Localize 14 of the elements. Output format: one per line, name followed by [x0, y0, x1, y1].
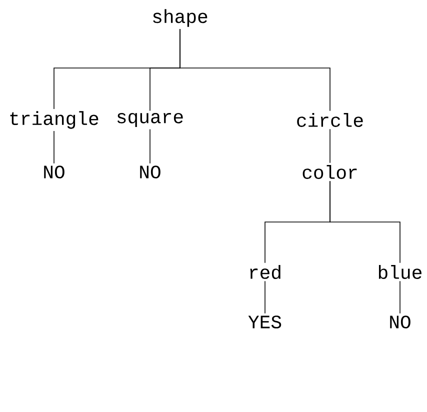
- tree-label: red: [250, 265, 280, 279]
- tree-label: triangle: [10, 111, 98, 129]
- tree-label: NO: [140, 166, 160, 178]
- tree-label: square: [117, 112, 183, 128]
- tree-label: shape: [153, 9, 208, 27]
- tree-label: circle: [297, 113, 363, 127]
- tree-label: NO: [390, 316, 410, 328]
- tree-label: NO: [44, 166, 64, 178]
- tree-label: color: [302, 165, 357, 179]
- tree-label: YES: [248, 316, 282, 328]
- tree-branch: [264, 280, 266, 314]
- tree-branch: [330, 180, 400, 264]
- tree-label: blue: [378, 265, 422, 279]
- tree-branch: [180, 28, 330, 112]
